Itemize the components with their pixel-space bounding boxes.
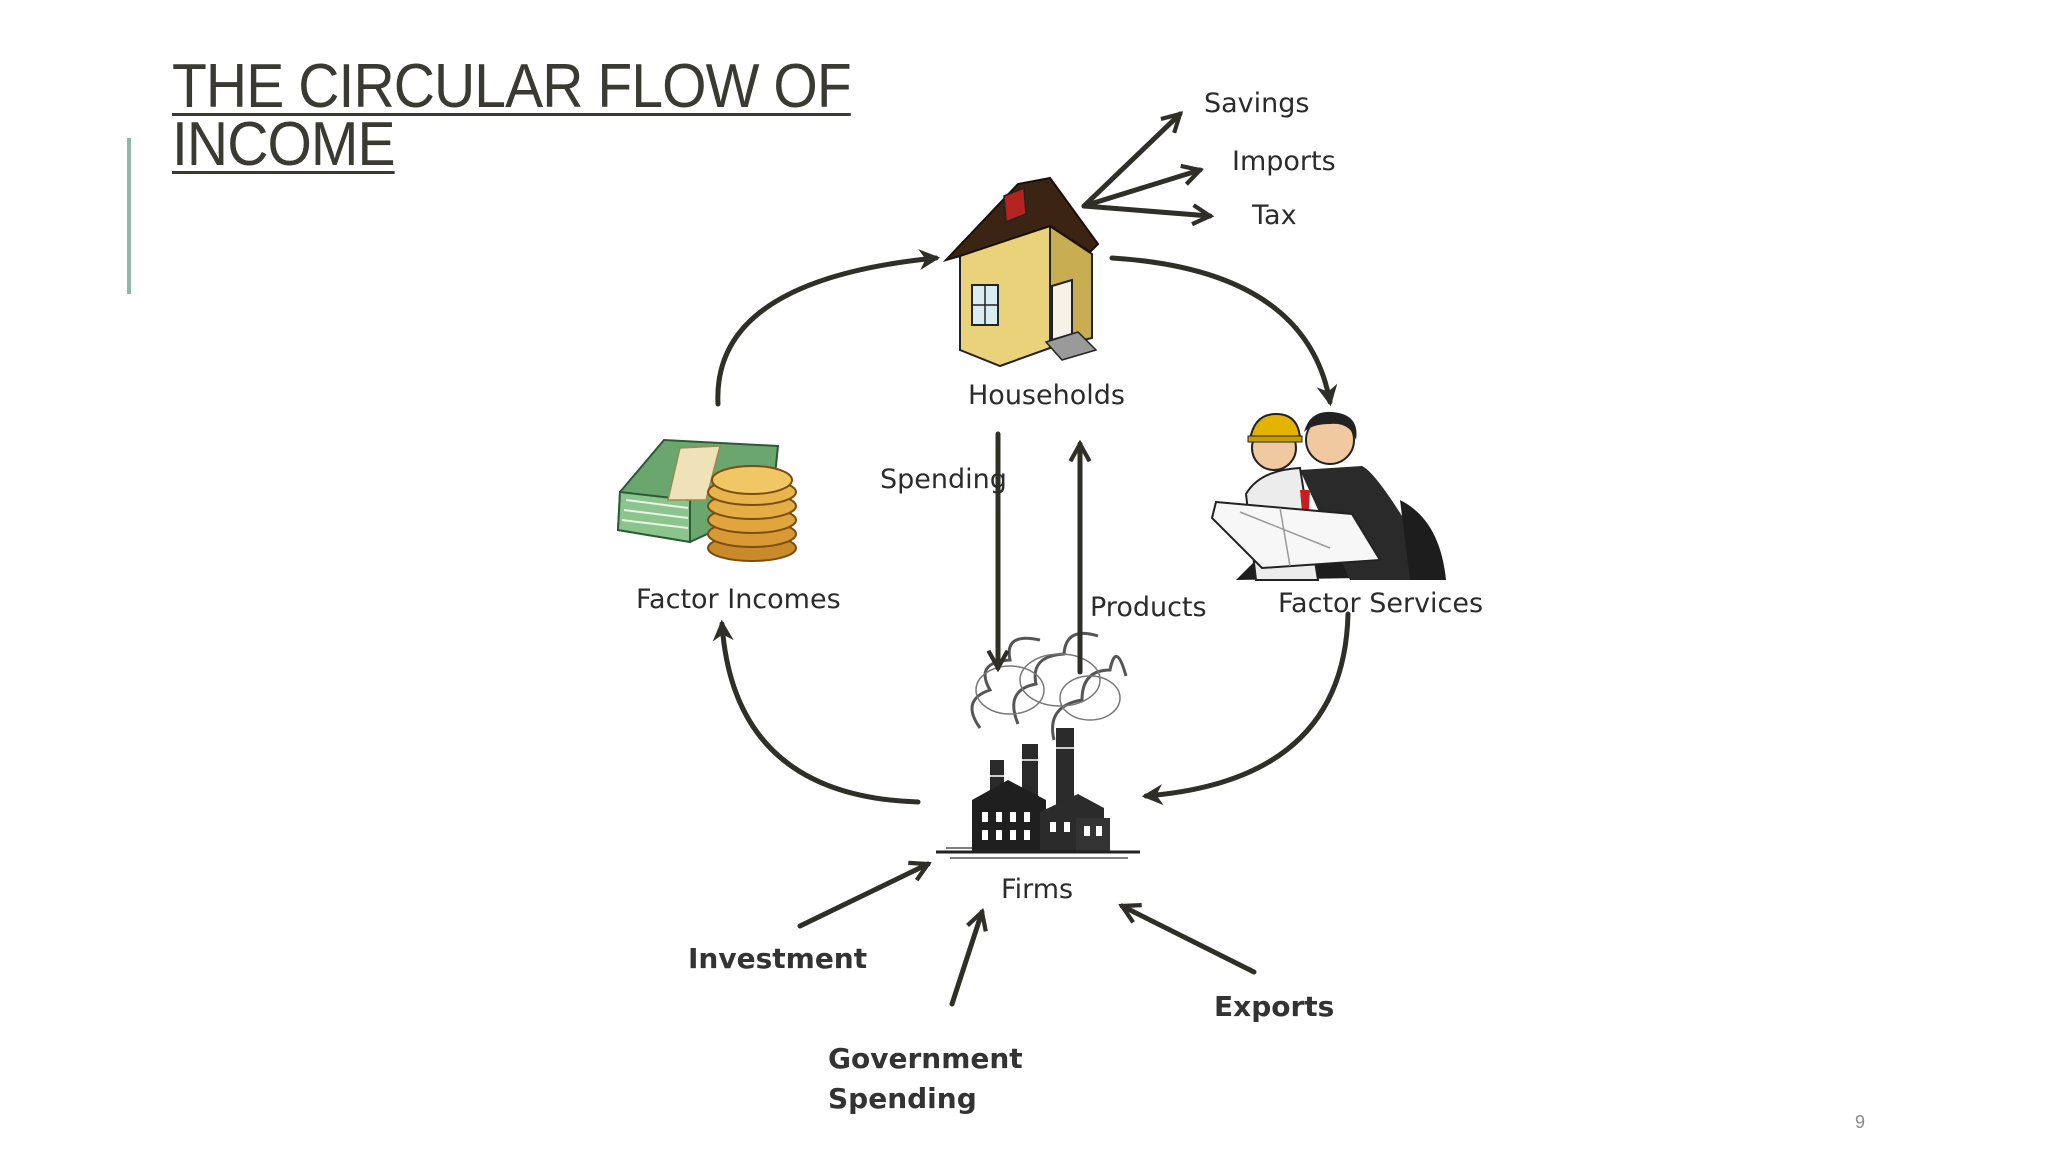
accent-bar: [127, 138, 131, 294]
imports-label: Imports: [1232, 146, 1336, 177]
arrow-households-to-factor-services: [1109, 255, 1338, 407]
households-label: Households: [968, 380, 1125, 411]
investment-label: Investment: [688, 942, 868, 975]
firms-label: Firms: [1001, 874, 1074, 905]
arrow-tax: [1081, 206, 1210, 216]
arrow-factor-incomes-to-households: [715, 249, 941, 407]
arrow-savings: [1081, 114, 1180, 209]
arrow-imports: [1081, 170, 1200, 209]
factory-icon: [936, 631, 1140, 859]
title-line-1: THE CIRCULAR FLOW OF: [172, 52, 852, 121]
page-number: 9: [1855, 1112, 1866, 1132]
house-icon: [942, 176, 1100, 368]
factor-services-label: Factor Services: [1278, 588, 1484, 619]
tax-label: Tax: [1252, 200, 1297, 231]
money-icon: [616, 438, 797, 562]
arrow-exports: [1122, 906, 1257, 975]
workers-icon: [1210, 411, 1446, 581]
arrow-factor-services-to-firms: [1141, 611, 1351, 806]
spending-label: Spending: [880, 464, 1007, 495]
products-label: Products: [1090, 592, 1207, 623]
arrow-investment: [797, 864, 928, 929]
savings-label: Savings: [1204, 88, 1310, 119]
page-title: THE CIRCULAR FLOW OF INCOME: [172, 56, 871, 176]
exports-label: Exports: [1214, 990, 1335, 1023]
arrow-government-spending: [949, 912, 982, 1007]
factor-incomes-label: Factor Incomes: [636, 584, 841, 615]
arrow-firms-to-factor-incomes: [712, 619, 921, 805]
government-label: Government: [828, 1042, 1023, 1075]
government-spending-label: Spending: [828, 1082, 977, 1115]
title-line-2: INCOME: [172, 110, 396, 179]
